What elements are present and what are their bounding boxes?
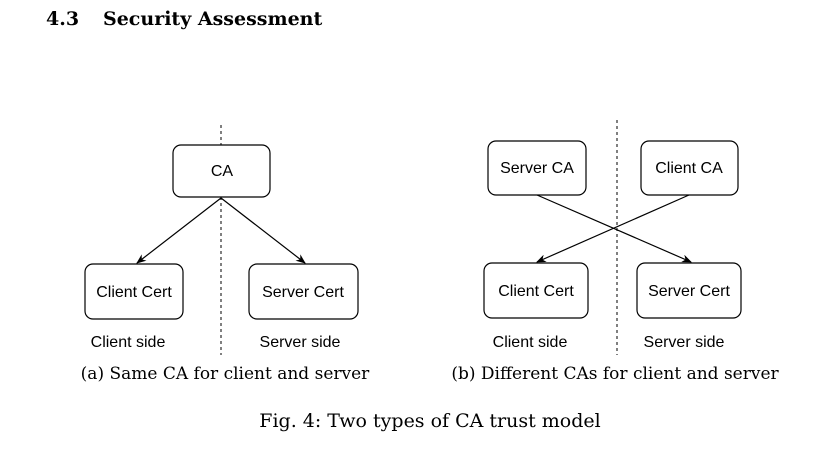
caption-b: (b) Different CAs for client and server (451, 364, 779, 384)
client-cert-label-b: Client Cert (498, 283, 574, 300)
server-cert-label-b: Server Cert (648, 283, 730, 300)
server-cert-box-b (636, 262, 742, 319)
client-cert-label-a: Client Cert (96, 284, 172, 301)
arrow-ca-to-server (220, 197, 306, 264)
client-cert-box-b (483, 262, 589, 319)
subfigure-a: CA Client Cert Server Cert Client side S… (81, 125, 371, 384)
section-heading: 4.3 Security Assessment (46, 8, 322, 30)
server-cert-label-a: Server Cert (262, 284, 344, 301)
client-side-label-a: Client side (91, 334, 166, 351)
server-side-label-a: Server side (260, 334, 341, 351)
client-ca-box (640, 140, 739, 196)
figure-caption: Fig. 4: Two types of CA trust model (259, 410, 600, 432)
server-side-label-b: Server side (644, 334, 725, 351)
client-cert-box-a (84, 263, 184, 320)
arrow-ca-to-client (136, 197, 222, 264)
caption-a: (a) Same CA for client and server (81, 364, 371, 384)
server-cert-box-a (248, 263, 359, 320)
ca-box (172, 144, 271, 198)
client-side-label-b: Client side (493, 334, 568, 351)
arrow-client-ca-to-client-cert (536, 194, 690, 263)
ca-label: CA (211, 163, 234, 180)
subfigure-b: Server CA Client CA Client Cert Server C… (451, 120, 780, 384)
section-number: 4.3 (46, 8, 80, 30)
client-ca-label: Client CA (655, 160, 723, 177)
section-title: Security Assessment (103, 8, 323, 30)
server-ca-label: Server CA (500, 160, 574, 177)
